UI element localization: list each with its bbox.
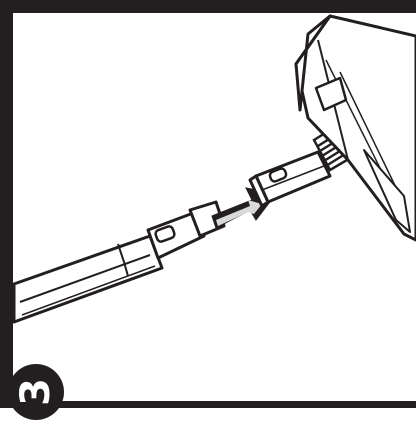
panel-frame: [0, 0, 416, 408]
step-badge: 3: [8, 364, 64, 420]
floor-head: [294, 14, 416, 242]
coupling-connector: [146, 200, 226, 260]
neck-connector: [248, 150, 332, 208]
step-number: 3: [13, 378, 59, 406]
handle-tube: [12, 234, 164, 324]
